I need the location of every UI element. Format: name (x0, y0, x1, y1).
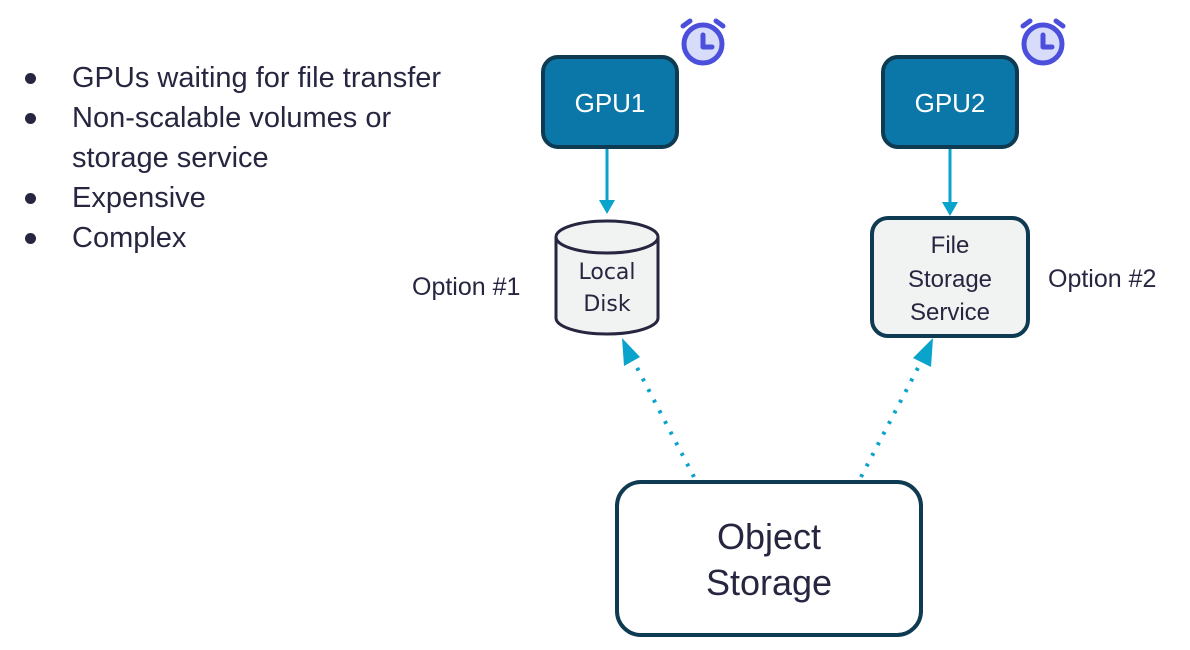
object-storage-label-line2: Storage (706, 562, 832, 603)
bullet-item: Expensive (20, 178, 462, 218)
bullet-item: Complex (20, 218, 462, 258)
file-storage-node: File Storage Service (870, 216, 1030, 338)
gpu1-label: GPU1 (575, 88, 646, 118)
object-to-disk-arrow (630, 357, 696, 478)
gpu2-node: GPU2 (881, 55, 1019, 149)
file-storage-label-line1: File (931, 232, 970, 259)
local-disk-label-line2: Disk (583, 292, 631, 317)
local-disk-label-line1: Local (578, 260, 635, 285)
object-storage-label-line1: Object (717, 516, 821, 557)
bullet-list: GPUs waiting for file transfer Non-scala… (20, 58, 462, 258)
option1-label: Option #1 (412, 273, 520, 301)
file-storage-label-line2: Storage (908, 266, 992, 293)
local-disk-node: Local Disk (554, 219, 660, 336)
alarm-clock-icon (680, 18, 726, 66)
arrowhead-icon (942, 202, 958, 216)
gpu1-node: GPU1 (541, 55, 679, 149)
gpu2-label: GPU2 (915, 88, 986, 118)
arrowhead-icon (599, 200, 615, 214)
alarm-clock-icon (1020, 18, 1066, 66)
option2-label: Option #2 (1048, 265, 1156, 293)
arrowhead-icon (913, 338, 933, 367)
arrowhead-icon (622, 338, 640, 366)
object-storage-node: Object Storage (615, 480, 923, 637)
bullet-item: Non-scalable volumes or storage service (20, 98, 462, 178)
bullet-item: GPUs waiting for file transfer (20, 58, 462, 98)
object-to-filestorage-arrow (859, 363, 922, 478)
file-storage-label-line3: Service (910, 299, 990, 326)
